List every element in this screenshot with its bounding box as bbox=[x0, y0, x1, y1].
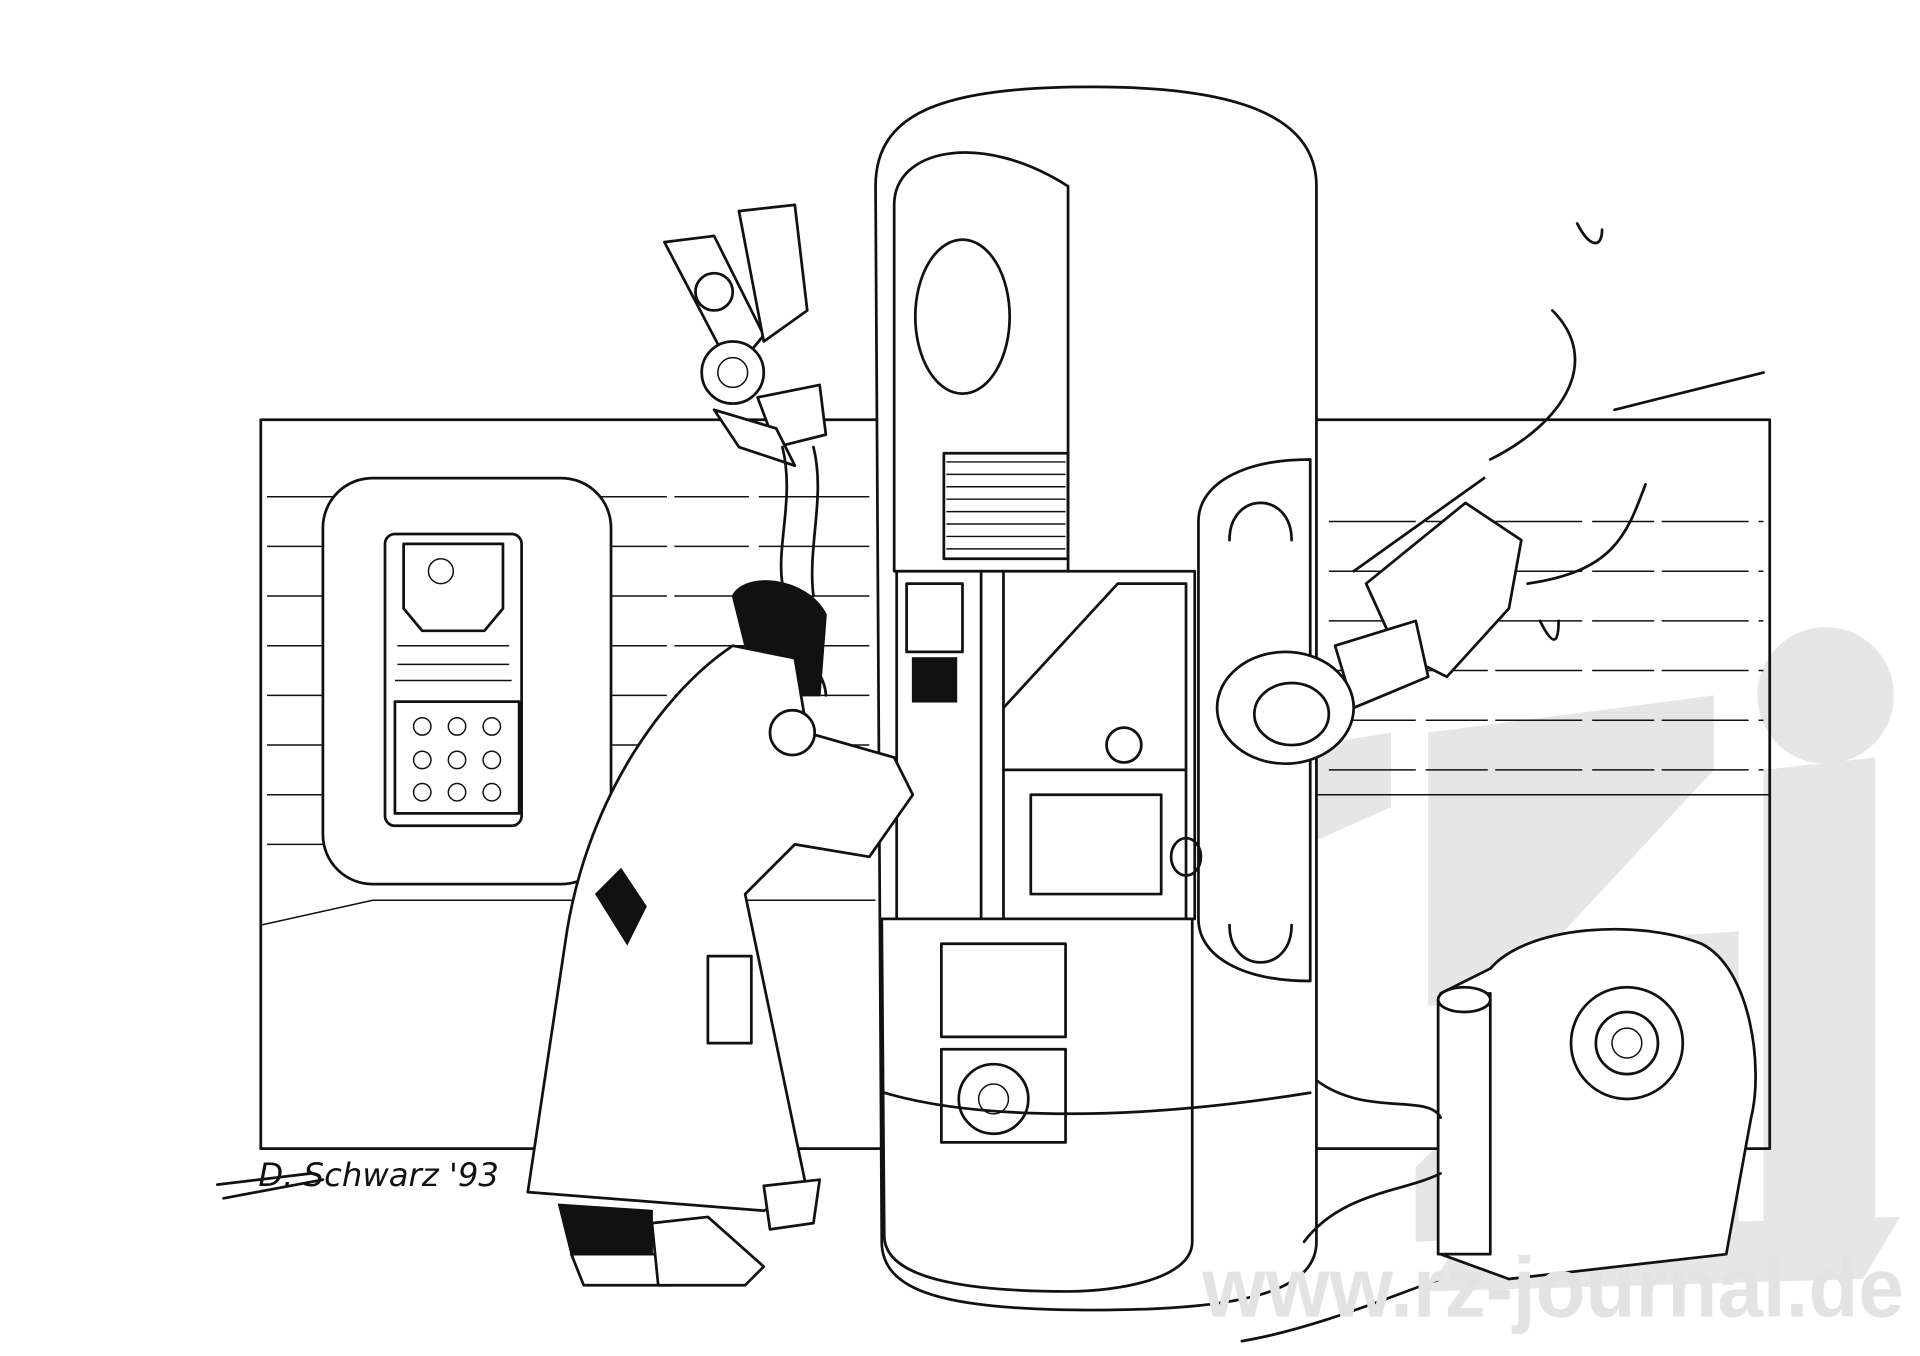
capsule-machine bbox=[874, 85, 1318, 1312]
scientist-figure bbox=[526, 580, 915, 1287]
signature-text: D. Schwarz '93 bbox=[258, 1156, 499, 1194]
artist-signature: D. Schwarz '93 bbox=[215, 1156, 499, 1200]
wall-door-panel bbox=[321, 476, 613, 886]
fan-unit bbox=[1240, 927, 1757, 1343]
robotic-arm bbox=[663, 203, 828, 697]
mounted-device bbox=[1215, 222, 1765, 766]
watermark-url: www.rz-journal.de bbox=[1201, 1240, 1904, 1334]
